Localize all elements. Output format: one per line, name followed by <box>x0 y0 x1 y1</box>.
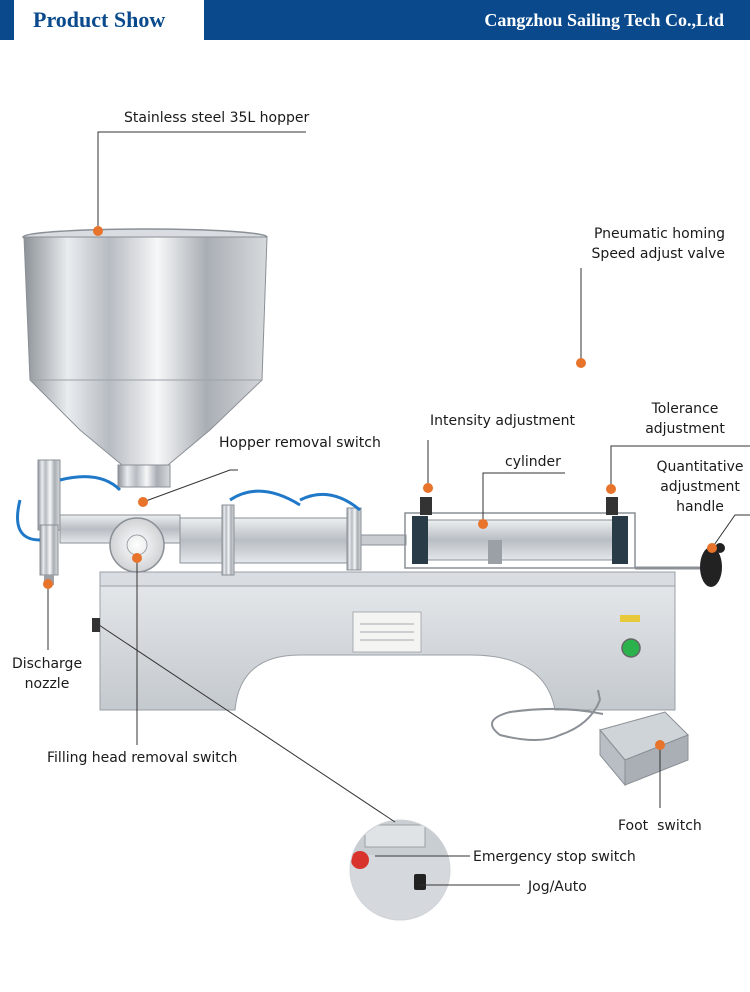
label-discharge: Discharge nozzle <box>6 654 88 694</box>
filling-head <box>16 459 181 585</box>
label-quantitative: Quantitative adjustment handle <box>650 457 750 517</box>
label-discharge-line2: nozzle <box>24 676 70 692</box>
label-tolerance-line2: adjustment <box>645 421 725 437</box>
marker-filling-head <box>132 553 142 563</box>
hopper <box>22 228 268 488</box>
label-hopper: Stainless steel 35L hopper <box>124 110 310 126</box>
switch-inset <box>349 819 451 921</box>
header-bar: Product Show Cangzhou Sailing Tech Co.,L… <box>0 0 750 40</box>
label-filling-head: Filling head removal switch <box>47 750 238 766</box>
label-quant-line2: adjustment <box>660 479 740 495</box>
marker-foot-switch <box>655 740 665 750</box>
pneumatic-cylinder <box>404 497 725 587</box>
foot-switch-device <box>491 689 689 787</box>
label-jog-auto: Jog/Auto <box>528 879 587 895</box>
label-pneumatic: Pneumatic homing Speed adjust valve <box>560 224 725 264</box>
dosing-cylinder <box>179 489 407 576</box>
jog-auto-knob-icon <box>414 874 426 890</box>
side-switch <box>92 618 100 632</box>
adjustment-handle <box>700 547 722 587</box>
label-pneumatic-line2: Speed adjust valve <box>591 246 725 262</box>
label-quant-line1: Quantitative <box>656 459 744 475</box>
label-pneumatic-line1: Pneumatic homing <box>593 226 725 242</box>
marker-cylinder <box>478 519 488 529</box>
marker-pneumatic <box>576 358 586 368</box>
marker-discharge <box>43 579 53 589</box>
label-hopper-removal: Hopper removal switch <box>219 435 381 451</box>
label-discharge-line1: Discharge <box>11 656 83 672</box>
leader-lines <box>47 131 750 886</box>
marker-intensity <box>423 483 433 493</box>
marker-hopper <box>93 226 103 236</box>
header-company: Cangzhou Sailing Tech Co.,Ltd <box>484 10 724 30</box>
label-cylinder: cylinder <box>505 454 561 470</box>
header-tab <box>14 0 204 40</box>
label-foot-switch: Foot switch <box>618 818 702 834</box>
machine-base <box>92 571 676 711</box>
marker-handle <box>707 543 717 553</box>
label-intensity: Intensity adjustment <box>430 413 576 429</box>
label-emergency: Emergency stop switch <box>473 849 636 865</box>
label-tolerance-line1: Tolerance <box>651 401 719 417</box>
marker-tolerance <box>606 484 616 494</box>
power-label <box>620 615 640 622</box>
label-tolerance: Tolerance adjustment <box>630 399 740 439</box>
callout-markers <box>43 226 717 750</box>
power-button <box>621 638 641 658</box>
emergency-stop-icon <box>351 851 369 869</box>
header-title: Product Show <box>33 7 166 32</box>
label-quant-line3: handle <box>676 499 724 515</box>
marker-hopper-removal <box>138 497 148 507</box>
